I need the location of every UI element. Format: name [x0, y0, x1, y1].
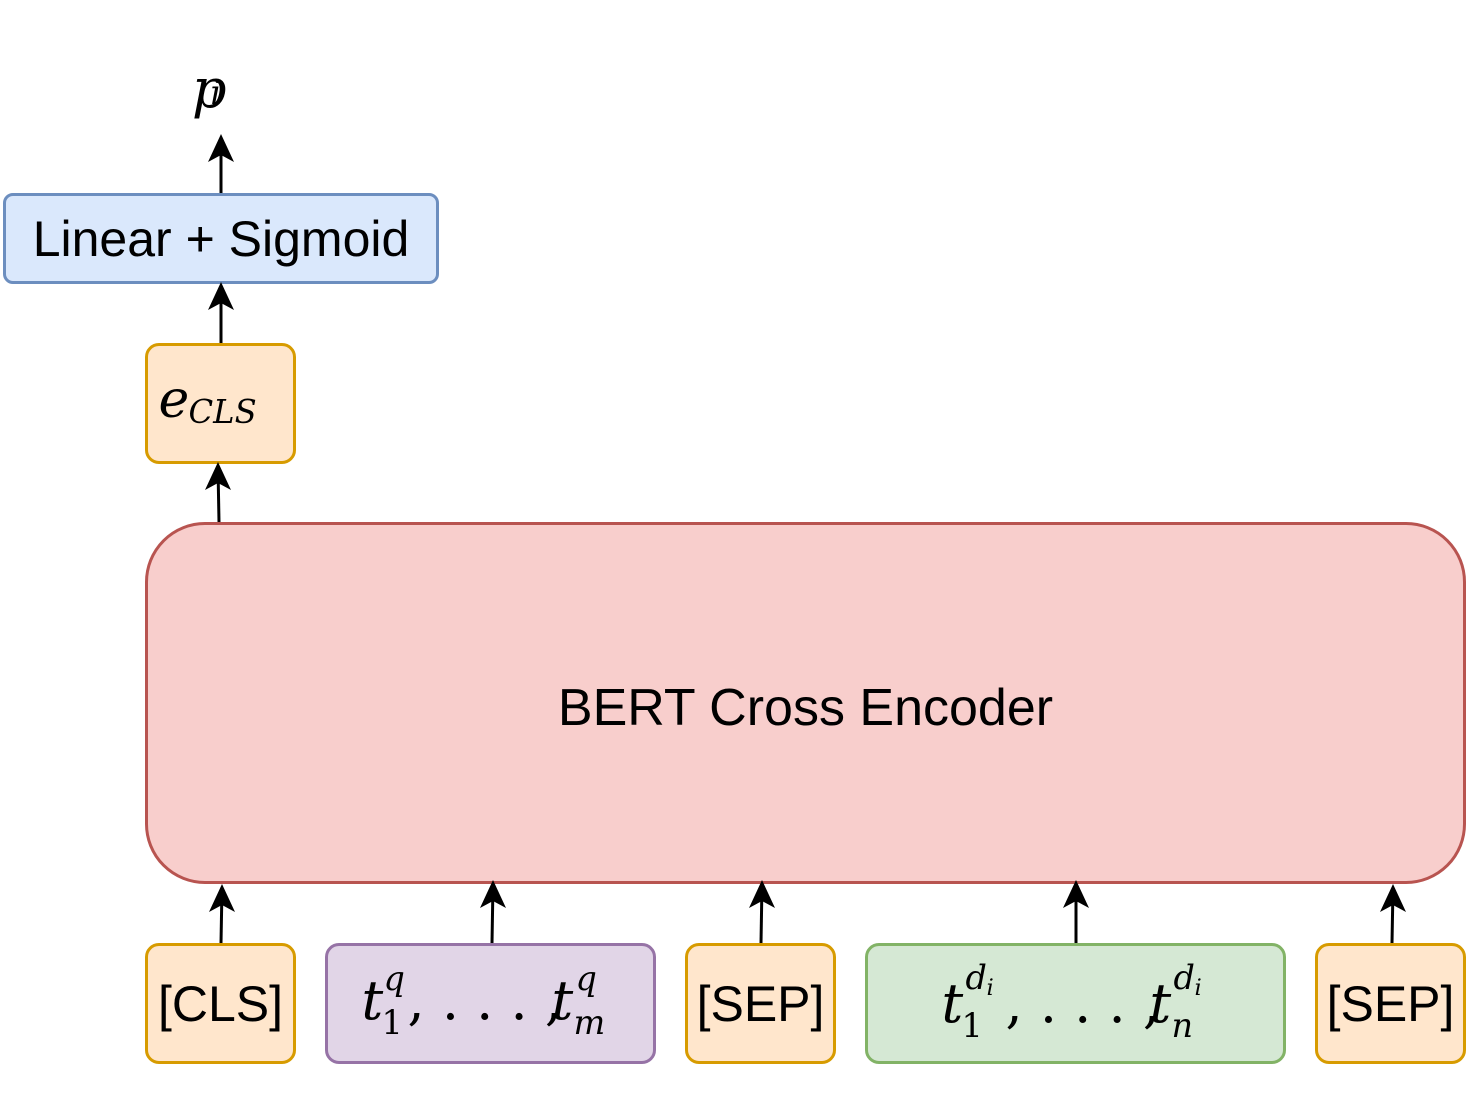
- query-ellipsis: , . . . ,: [407, 968, 563, 1032]
- cls-token-block: [CLS]: [145, 943, 296, 1064]
- arrow-sep1-to-encoder: [759, 883, 764, 944]
- sep-token-block-1: [SEP]: [685, 943, 836, 1064]
- query-first-subscript: 1: [381, 1002, 403, 1042]
- arrowhead-sep1: [749, 880, 775, 908]
- cls-embedding-math: e CLS: [159, 374, 283, 434]
- document-tokens-block: t d i 1 , . . . , t d i n: [865, 943, 1286, 1064]
- arrow-query-to-encoder: [490, 883, 495, 944]
- query-last-superscript: q: [575, 958, 597, 998]
- arrowhead-doc: [1063, 880, 1089, 908]
- arrow-encoder-to-embedding: [216, 467, 221, 523]
- output-subscript: i: [210, 73, 222, 113]
- arrow-sep2-to-encoder: [1390, 887, 1395, 944]
- doc-last-token: t: [1149, 971, 1172, 1035]
- arrowhead-embedding: [205, 462, 231, 490]
- query-last-subscript: m: [573, 1002, 606, 1042]
- doc-first-superscript: d: [965, 957, 987, 997]
- output-base: p: [192, 57, 227, 120]
- sep-token-block-2: [SEP]: [1315, 943, 1466, 1064]
- linear-sigmoid-block: Linear + Sigmoid: [3, 193, 439, 284]
- cls-embedding-block: e CLS: [145, 343, 296, 464]
- arrowhead-cls: [209, 884, 235, 912]
- bert-cross-encoder-label: BERT Cross Encoder: [557, 679, 1054, 737]
- doc-last-superscript-sub: i: [1194, 974, 1202, 1001]
- document-tokens-math: t d i 1 , . . . , t d i n: [936, 957, 1216, 1047]
- doc-first-token: t: [941, 971, 964, 1035]
- query-tokens-math: t q 1 , . . . , t q m: [356, 958, 626, 1044]
- linear-sigmoid-label: Linear + Sigmoid: [32, 210, 410, 267]
- cls-token-label: [CLS]: [157, 975, 284, 1032]
- query-first-token: t: [361, 968, 384, 1032]
- embedding-subscript: CLS: [188, 392, 257, 431]
- doc-first-superscript-sub: i: [986, 974, 994, 1001]
- arrowhead-output: [208, 134, 234, 162]
- arrowhead-sep2: [1380, 884, 1406, 912]
- embedding-base: e: [158, 369, 190, 430]
- doc-first-subscript: 1: [961, 1005, 983, 1045]
- arrowhead-linear: [208, 282, 234, 310]
- query-first-superscript: q: [383, 958, 405, 998]
- doc-last-subscript: n: [1171, 1005, 1194, 1045]
- doc-ellipsis: , . . . ,: [1005, 971, 1161, 1035]
- bert-cross-encoder-block: BERT Cross Encoder: [145, 522, 1466, 884]
- arrow-cls-to-encoder: [219, 887, 224, 944]
- query-last-token: t: [551, 968, 574, 1032]
- arrowhead-query: [480, 880, 506, 908]
- sep-token-label-2: [SEP]: [1326, 975, 1455, 1032]
- sep-token-label-1: [SEP]: [696, 975, 825, 1032]
- doc-last-superscript: d: [1173, 957, 1195, 997]
- query-tokens-block: t q 1 , . . . , t q m: [325, 943, 656, 1064]
